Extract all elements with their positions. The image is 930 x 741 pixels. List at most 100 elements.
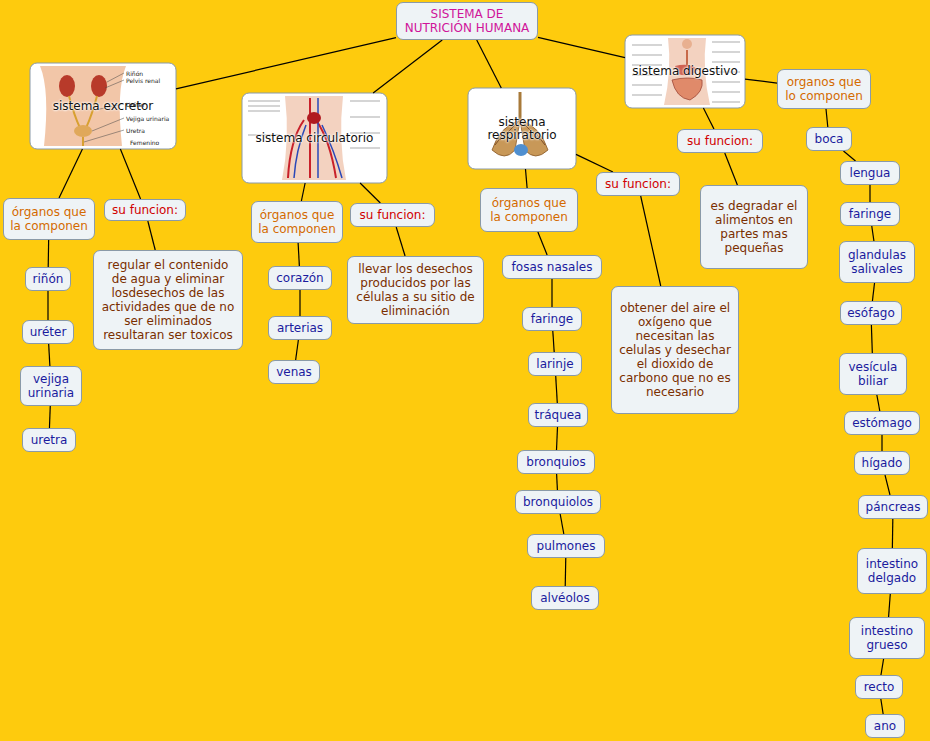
organ-box: pulmones [527, 534, 605, 558]
node-text: esófago [847, 306, 895, 320]
node-text: sistema respiratorio [472, 116, 572, 142]
organ-box: tráquea [528, 403, 588, 427]
function-text-box: obtener del aire el oxígeno que necesita… [611, 286, 739, 414]
node-text: su funcion: [605, 177, 671, 191]
connector-line [552, 279, 553, 307]
part-label: Riñón [126, 70, 143, 77]
connector-line [176, 38, 396, 89]
organ-box: larinje [528, 352, 582, 376]
organ-box: arterias [268, 316, 332, 340]
circulatory-illustration [242, 93, 387, 183]
node-text: bronquiolos [523, 495, 593, 509]
node-text: corazón [276, 271, 323, 285]
node-text: tráquea [535, 408, 582, 422]
connector-line [48, 240, 49, 267]
node-text: lengua [850, 166, 891, 180]
connector-line [148, 221, 155, 250]
function-heading-box: su funcion: [104, 199, 186, 221]
node-text: recto [864, 680, 895, 694]
node-text: regular el contenido de agua y eliminar … [99, 258, 237, 342]
system-image-box: sistema excretor [30, 63, 176, 149]
node-text: órganos que la componen [9, 205, 89, 233]
node-text: vesícula biliar [845, 360, 901, 388]
node-text: faringe [531, 312, 573, 326]
system-image-box: sistema respiratorio [468, 88, 576, 169]
organ-box: alvéolos [531, 586, 599, 610]
system-image-box: sistema digestivo [625, 35, 745, 108]
connector-line [703, 108, 714, 129]
connector-line [373, 40, 442, 93]
part-label: Pelvis renal [126, 77, 160, 84]
node-text: intestino delgado [863, 557, 921, 585]
organ-box: corazón [268, 266, 332, 290]
node-text: alvéolos [540, 591, 589, 605]
organ-box: uretra [22, 428, 76, 452]
node-text: faringe [849, 207, 891, 221]
node-text: sistema circulatorio [256, 132, 374, 145]
connector-line [870, 185, 871, 202]
system-image-box: sistema circulatorio [242, 93, 387, 183]
node-text: uretra [31, 433, 68, 447]
connector-line [843, 151, 855, 161]
organ-box: riñón [25, 267, 71, 291]
organ-box: vejiga urinaria [20, 366, 82, 406]
part-label: Uretra [126, 127, 145, 134]
organ-box: faringe [840, 202, 900, 226]
node-text: páncreas [866, 500, 921, 514]
node-text: estómago [852, 416, 912, 430]
organ-box: esófago [840, 301, 902, 325]
connector-line [725, 153, 738, 185]
organ-box: intestino delgado [857, 548, 927, 594]
node-text: arterias [277, 321, 323, 335]
organ-box: fosas nasales [502, 255, 602, 279]
node-text: hígado [862, 456, 903, 470]
node-text: larinje [536, 357, 573, 371]
part-label: Femenino [130, 139, 159, 146]
function-heading-box: su funcion: [350, 203, 435, 227]
node-text: su funcion: [687, 134, 753, 148]
node-text: pulmones [537, 539, 596, 553]
connector-line [49, 344, 50, 366]
connector-line [881, 699, 883, 714]
node-text: órganos que la componen [486, 196, 572, 224]
node-text: vejiga urinaria [26, 372, 76, 400]
node-text: uréter [30, 325, 67, 339]
connector-line [871, 325, 873, 353]
connector-line [477, 40, 502, 88]
node-text: es degradar el alimentos en partes mas p… [706, 199, 802, 255]
connector-line [889, 594, 891, 617]
node-text: su funcion: [112, 203, 178, 217]
organ-box: faringe [522, 307, 582, 331]
connector-line [556, 427, 558, 450]
node-text: riñón [33, 272, 64, 286]
part-label: Uréter [126, 101, 145, 108]
connector-line [360, 183, 380, 203]
organ-box: estómago [844, 411, 920, 435]
function-heading-box: su funcion: [677, 129, 763, 153]
organs-heading-box: órganos que la componen [480, 188, 578, 232]
connector-line [556, 376, 558, 403]
organ-box: bronquios [517, 450, 595, 474]
connector-line [641, 196, 661, 286]
excretor-illustration [30, 63, 176, 149]
connector-line [59, 149, 82, 198]
connector-line [298, 243, 299, 266]
organ-box: venas [268, 360, 320, 384]
node-text: bronquios [526, 455, 585, 469]
connector-line [877, 395, 880, 411]
function-text-box: llevar los desechos producidos por las c… [347, 256, 484, 324]
node-text: boca [815, 132, 844, 146]
connector-line [872, 283, 874, 301]
organ-box: intestino grueso [849, 617, 925, 659]
organ-box: bronquiolos [515, 490, 601, 514]
title-box: SISTEMA DE NUTRICIÓN HUMANA [396, 2, 538, 40]
node-text: llevar los desechos producidos por las c… [353, 262, 478, 318]
connector-line [120, 149, 140, 199]
function-text-box: es degradar el alimentos en partes mas p… [700, 185, 808, 269]
function-heading-box: su funcion: [596, 172, 680, 196]
connector-line [301, 183, 305, 201]
organs-heading-box: organos que lo componen [777, 69, 871, 109]
organ-box: páncreas [858, 495, 928, 519]
node-text: órganos que la componen [257, 208, 337, 236]
connector-line [560, 514, 564, 534]
